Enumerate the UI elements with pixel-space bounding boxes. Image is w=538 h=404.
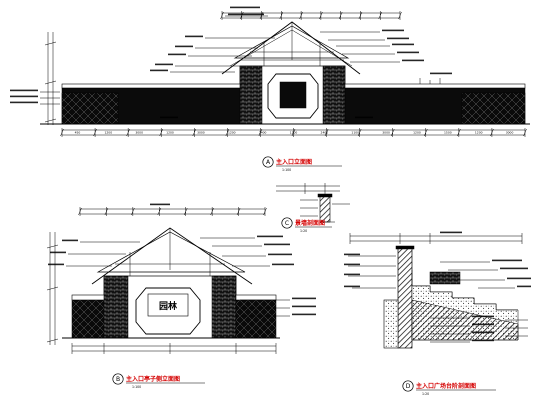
annotation-text-mark [472, 315, 494, 318]
annotation-text-mark [292, 313, 316, 316]
drawing-marker-c: C [285, 220, 289, 227]
annotation-text-mark [500, 267, 528, 270]
annotation-text-mark [344, 273, 360, 276]
pavilion-body-b: 园林 [103, 275, 237, 339]
title-block-a: A 主入口立面图 1:100 [262, 156, 342, 172]
annotation-text-mark [292, 305, 316, 308]
annotation-text-mark [185, 35, 203, 38]
annotation-text-mark [392, 43, 414, 46]
annotation-text-mark [517, 285, 531, 288]
annotation-text-mark [402, 59, 424, 62]
dimension-label: 3000 [135, 131, 143, 135]
dimension-label: 1200 [104, 131, 112, 135]
dimension-label: 1200 [166, 131, 174, 135]
annotation-text-mark [387, 37, 409, 40]
drawing-title-b: 主入口亭子侧立面图 [126, 375, 180, 383]
dimension-label: 450 [75, 131, 81, 135]
drawing-scale-b: 1:100 [132, 385, 141, 389]
annotation-text-mark [272, 263, 294, 266]
annotation-text-mark [397, 51, 419, 54]
annotation-text-mark [507, 277, 531, 280]
dimension-label: 3000 [506, 131, 514, 135]
top-dimension-chain-b [78, 207, 267, 216]
dimension-label: 1500 [444, 131, 452, 135]
drawing-marker-a: A [266, 159, 271, 166]
low-wall-left [61, 83, 241, 125]
annotation-text-mark [472, 331, 494, 334]
dimension-label: 2400 [321, 131, 329, 135]
drawing-marker-d: D [406, 383, 411, 390]
annotation-text-mark [168, 53, 186, 56]
drawing-scale-c: 1:20 [300, 229, 307, 233]
annotation-leaders-a [40, 15, 400, 105]
annotation-text-mark [175, 45, 193, 48]
drawing-scale-d: 1:20 [422, 392, 429, 396]
top-dimension-chain-d [349, 233, 523, 244]
bottom-dimension-chain-b [71, 343, 277, 354]
dimension-label: 1200 [413, 131, 421, 135]
annotation-text-mark [150, 203, 170, 206]
title-block-b: B 主入口亭子侧立面图 1:100 [112, 373, 205, 389]
paving-base-b [71, 294, 277, 339]
annotation-text-mark [62, 239, 78, 242]
annotation-text-mark [50, 251, 66, 254]
bottom-dimension-chain: 450 1200 3000 1200 3000 1200 2400 1200 2400 1100 3… [60, 128, 527, 137]
annotation-text-mark [150, 69, 168, 72]
dimension-label: 1200 [228, 131, 236, 135]
dimension-label: 1100 [351, 131, 359, 135]
drawing-title-c: 景墙剖面图 [294, 219, 325, 227]
annotation-text-mark [160, 116, 178, 119]
annotation-text-mark [344, 285, 360, 288]
annotation-text-mark [268, 253, 292, 256]
top-dimension-chain [220, 11, 402, 20]
left-vertical-dimension-b [46, 232, 59, 345]
annotation-text-mark [228, 13, 264, 16]
annotation-text-mark [155, 63, 173, 66]
low-wall-right [344, 78, 526, 125]
pavilion-roof [221, 21, 361, 75]
annotation-text-mark [430, 72, 452, 75]
plaza-steps-section: D 主入口广场台阶剖面图 1:20 [344, 231, 531, 396]
steps-d [411, 270, 519, 341]
title-block-c: C 景墙剖面图 1:20 [281, 217, 332, 233]
annotation-text-mark [440, 231, 462, 234]
dimension-label: 3000 [382, 131, 390, 135]
annotation-text-mark [492, 259, 522, 262]
dimension-label: 3000 [197, 131, 205, 135]
annotation-text-mark [355, 116, 373, 119]
drawing-title-a: 主入口立面图 [276, 158, 312, 166]
annotation-text-mark [257, 235, 283, 238]
annotation-text-mark [230, 6, 260, 9]
annotation-text-mark [344, 253, 360, 256]
drawing-marker-b: B [116, 376, 120, 383]
drawing-scale-a: 1:100 [282, 168, 291, 172]
annotation-text-mark [344, 263, 360, 266]
annotation-text-mark [10, 101, 38, 104]
logo-plaque-text: 园林 [159, 300, 178, 312]
annotation-text-mark [10, 95, 38, 98]
annotation-leaders-d [348, 255, 528, 343]
main-entrance-elevation: 450 1200 3000 1200 3000 1200 2400 1200 2400 1100 3… [10, 6, 530, 172]
annotation-leaders-b [66, 237, 290, 317]
annotation-text-mark [292, 297, 316, 300]
drawing-title-d: 主入口广场台阶剖面图 [416, 382, 476, 390]
pavilion-roof-b [91, 227, 253, 285]
left-vertical-dimension [44, 32, 57, 125]
annotation-text-mark [10, 89, 38, 92]
annotation-text-mark [472, 339, 494, 342]
annotation-text-mark [264, 243, 290, 246]
retaining-wall-d [383, 245, 415, 349]
wall-section: C 景墙剖面图 1:20 [276, 183, 350, 233]
dimension-label: 2400 [259, 131, 267, 135]
annotation-text-mark [48, 263, 64, 266]
pavilion-body [239, 65, 346, 125]
annotation-text-mark [472, 323, 494, 326]
dimension-label: 1200 [475, 131, 483, 135]
dimension-label: 1200 [290, 131, 298, 135]
title-block-d: D 主入口广场台阶剖面图 1:20 [402, 380, 496, 396]
pavilion-side-elevation: 园林 [46, 203, 316, 389]
annotation-text-mark [382, 29, 404, 32]
